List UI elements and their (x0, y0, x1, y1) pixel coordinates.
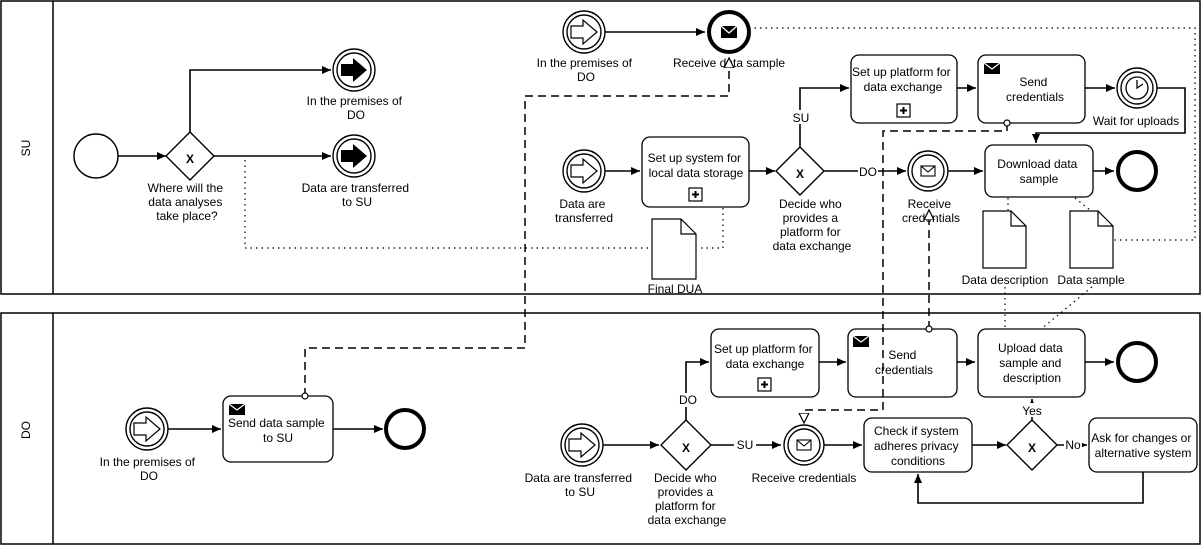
su-event-data-transferred-label: Data are transferred (555, 197, 613, 225)
do-task-send-credentials[interactable]: Send credentials (847, 328, 958, 398)
do-event-transferred[interactable] (560, 423, 604, 467)
su-event-in-premises-top-label: In the premises of DO (537, 56, 636, 84)
gateway-x-icon: X (186, 152, 194, 166)
send-envelope-icon (983, 62, 1001, 75)
envelope-icon (796, 439, 812, 451)
envelope-icon (720, 25, 738, 39)
do-gateway-privacy[interactable]: X (1006, 419, 1058, 471)
svg-text:Download data sample: Download data sample (997, 157, 1080, 186)
su-event-in-premises-label: In the premises of DO (307, 94, 406, 122)
do-task-send-sample[interactable]: Send data sample to SU (222, 395, 334, 463)
su-doc-final-dua[interactable] (651, 218, 697, 280)
svg-text:Ask for changes or alter: Ask for changes or alternative system (1091, 431, 1194, 460)
do-flow-no-label: No (1065, 438, 1081, 452)
su-start-event[interactable] (73, 133, 119, 179)
arrow-icon (133, 415, 161, 443)
su-gateway-where-label: Where will the data analyses take place? (148, 181, 227, 223)
su-event-transferred[interactable] (332, 134, 376, 178)
send-envelope-icon (852, 335, 870, 348)
do-event-in-premises-label: In the premises of DO (100, 455, 199, 483)
su-flow-do-label: DO (859, 165, 877, 179)
svg-text:Set up platform for data: Set up platform for data exchange (714, 342, 816, 371)
do-gateway-decide[interactable]: X (660, 419, 712, 471)
do-task-check-privacy[interactable]: Check if system adheres privacy conditio… (863, 417, 973, 473)
su-task-platform[interactable]: Set up platform for data exchange (850, 54, 958, 124)
su-event-transferred-label: Data are transferred to SU (302, 181, 413, 209)
do-event-transferred-label: Data are transferred to SU (525, 471, 636, 499)
su-event-receive-credentials-label: Receive credentials (902, 197, 960, 225)
gateway-x-icon: X (1028, 441, 1036, 455)
do-flow-su-label: SU (737, 438, 754, 452)
su-doc-description-label: Data description (962, 273, 1049, 287)
subprocess-plus-icon (757, 377, 772, 392)
svg-text:Send data sample to SU: Send data sample to SU (228, 416, 328, 445)
su-event-wait-uploads[interactable] (1116, 67, 1158, 109)
su-event-data-transferred[interactable] (562, 149, 606, 193)
gateway-x-icon: X (796, 167, 804, 181)
do-event-receive-credentials-label: Receive credentials (752, 471, 857, 485)
do-gateway-decide-label: Decide who provides a platform for data … (648, 471, 727, 527)
pool-do-label: DO (19, 421, 33, 439)
su-doc-description[interactable] (982, 210, 1027, 269)
do-event-receive-credentials[interactable] (783, 424, 825, 466)
su-doc-sample-label: Data sample (1057, 273, 1125, 287)
su-event-in-premises-top[interactable] (562, 10, 606, 54)
arrow-icon (568, 431, 596, 459)
svg-text:Set up system for local: Set up system for local data storage (648, 151, 745, 180)
su-task-send-credentials[interactable]: Send credentials (977, 54, 1086, 124)
do-end-event-upload[interactable] (1116, 341, 1158, 383)
do-task-upload[interactable]: Upload data sample and description (977, 328, 1086, 398)
do-flow-do-label: DO (679, 393, 697, 407)
do-end-event-sample[interactable] (384, 408, 426, 450)
su-task-download[interactable]: Download data sample (984, 144, 1094, 198)
svg-text:Set up platform for data: Set up platform for data exchange (852, 65, 954, 94)
do-event-in-premises[interactable] (125, 407, 169, 451)
su-task-local-storage[interactable]: Set up system for local data storage (641, 136, 750, 208)
su-event-receive-credentials[interactable] (907, 150, 949, 192)
su-flow-su-label: SU (793, 111, 810, 125)
svg-text:Check if system adheres: Check if system adheres privacy conditio… (874, 424, 962, 468)
do-task-ask-changes[interactable]: Ask for changes or alternative system (1088, 417, 1198, 473)
su-doc-final-dua-label: Final DUA (648, 282, 703, 296)
gateway-x-icon: X (682, 441, 690, 455)
svg-text:Send credentials: Send credentials (1006, 75, 1064, 104)
su-event-wait-uploads-label: Wait for uploads (1093, 114, 1179, 128)
su-event-in-premises[interactable] (332, 48, 376, 92)
pool-su-label: SU (19, 140, 33, 157)
su-gateway-where[interactable]: X (165, 131, 215, 181)
su-event-receive-sample[interactable] (707, 10, 751, 54)
subprocess-plus-icon (896, 103, 911, 118)
do-task-platform[interactable]: Set up platform for data exchange (710, 328, 820, 398)
svg-text:Upload data sample and: Upload data sample and description (998, 341, 1066, 385)
envelope-icon (920, 165, 936, 177)
su-gateway-decide[interactable]: X (775, 146, 825, 196)
arrow-icon (570, 18, 598, 46)
do-flow-yes-label: Yes (1022, 404, 1042, 418)
su-doc-sample[interactable] (1069, 210, 1114, 269)
subprocess-plus-icon (688, 187, 703, 202)
send-envelope-icon (228, 403, 246, 416)
su-gateway-decide-label: Decide who provides a platform for data … (773, 197, 852, 253)
su-end-event[interactable] (1116, 150, 1158, 192)
